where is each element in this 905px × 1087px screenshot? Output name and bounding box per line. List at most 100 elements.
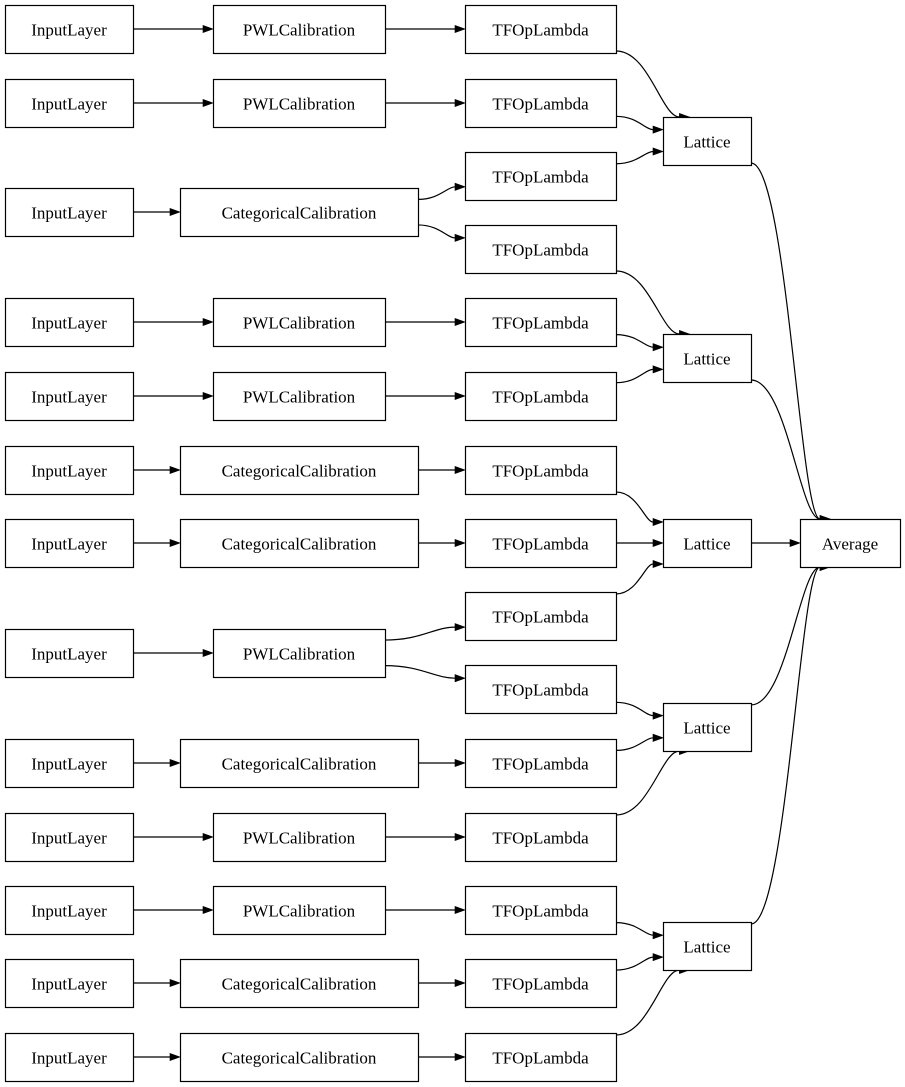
node-box <box>662 116 753 167</box>
graph-node-lat4[interactable]: Lattice <box>662 702 753 753</box>
graph-edge-cal9-to-tf11 <box>418 758 466 768</box>
graph-edge-in8-to-cal8 <box>133 648 214 658</box>
graph-node-cal11[interactable]: PWLCalibration <box>212 885 387 936</box>
node-box <box>464 738 618 789</box>
graph-node-in12[interactable]: InputLayer <box>4 958 135 1009</box>
graph-node-cal6[interactable]: CategoricalCalibration <box>179 445 420 496</box>
graph-node-cal8[interactable]: PWLCalibration <box>212 628 387 679</box>
node-box <box>464 297 618 348</box>
arrowhead-icon <box>652 125 664 134</box>
graph-node-tf7[interactable]: TFOpLambda <box>464 445 618 496</box>
edge-line <box>615 956 654 971</box>
arrowhead-icon <box>454 465 466 475</box>
graph-edge-tf7-to-lat3 <box>615 491 664 527</box>
node-label: PWLCalibration <box>243 388 356 407</box>
graph-edge-in13-to-cal13 <box>133 1052 181 1062</box>
node-label: InputLayer <box>31 902 107 921</box>
graph-node-tf6[interactable]: TFOpLambda <box>464 371 618 422</box>
graph-node-in9[interactable]: InputLayer <box>4 738 135 789</box>
graph-node-tf10[interactable]: TFOpLambda <box>464 664 618 715</box>
node-label: PWLCalibration <box>243 829 356 848</box>
edge-line <box>750 566 821 706</box>
node-box <box>179 518 420 569</box>
node-label: TFOpLambda <box>492 241 589 260</box>
graph-node-tf2[interactable]: TFOpLambda <box>464 78 618 129</box>
graph-node-cal12[interactable]: CategoricalCalibration <box>179 958 420 1009</box>
node-box <box>464 664 618 715</box>
arrowhead-icon <box>454 978 466 988</box>
graph-edge-tf1-to-lat1 <box>615 50 691 122</box>
graph-node-cal3[interactable]: CategoricalCalibration <box>179 187 420 238</box>
node-label: InputLayer <box>31 1049 107 1068</box>
graph-node-in4[interactable]: InputLayer <box>4 297 135 348</box>
graph-node-in7[interactable]: InputLayer <box>4 518 135 569</box>
node-box <box>4 78 135 129</box>
graph-node-in13[interactable]: InputLayer <box>4 1032 135 1083</box>
node-box <box>4 1032 135 1083</box>
node-box <box>179 738 420 789</box>
graph-node-cal10[interactable]: PWLCalibration <box>212 812 387 863</box>
graph-node-tf12[interactable]: TFOpLambda <box>464 812 618 863</box>
arrowhead-icon <box>652 953 664 962</box>
node-label: CategoricalCalibration <box>222 755 377 774</box>
graph-edge-lat2-to-avg <box>750 379 831 524</box>
graph-edge-lat5-to-avg <box>750 562 831 925</box>
graph-node-tf13[interactable]: TFOpLambda <box>464 885 618 936</box>
node-label: CategoricalCalibration <box>222 462 377 481</box>
node-label: Lattice <box>683 719 730 738</box>
arrowhead-icon <box>202 24 214 34</box>
graph-node-cal5[interactable]: PWLCalibration <box>212 371 387 422</box>
graph-node-tf1[interactable]: TFOpLambda <box>464 4 618 55</box>
node-box <box>4 738 135 789</box>
node-label: InputLayer <box>31 388 107 407</box>
arrowhead-icon <box>454 24 466 34</box>
graph-node-tf5[interactable]: TFOpLambda <box>464 297 618 348</box>
graph-node-in1[interactable]: InputLayer <box>4 4 135 55</box>
graph-node-tf4[interactable]: TFOpLambda <box>464 224 618 275</box>
graph-edge-in3-to-cal3 <box>133 207 181 217</box>
node-box <box>4 885 135 936</box>
graph-node-in5[interactable]: InputLayer <box>4 371 135 422</box>
arrowhead-icon <box>652 147 664 156</box>
graph-edge-cal13-to-tf15 <box>418 1052 466 1062</box>
graph-node-in10[interactable]: InputLayer <box>4 812 135 863</box>
node-label: TFOpLambda <box>492 95 589 114</box>
node-label: TFOpLambda <box>492 755 589 774</box>
graph-node-in3[interactable]: InputLayer <box>4 187 135 238</box>
graph-node-tf11[interactable]: TFOpLambda <box>464 738 618 789</box>
edge-layer <box>133 24 831 1062</box>
graph-edge-tf3-to-lat1 <box>615 147 664 165</box>
graph-node-cal4[interactable]: PWLCalibration <box>212 297 387 348</box>
graph-node-cal7[interactable]: CategoricalCalibration <box>179 518 420 569</box>
graph-node-lat5[interactable]: Lattice <box>662 921 753 972</box>
graph-node-tf8[interactable]: TFOpLambda <box>464 518 618 569</box>
graph-node-cal1[interactable]: PWLCalibration <box>212 4 387 55</box>
edge-line <box>615 50 680 118</box>
graph-node-avg[interactable]: Average <box>799 518 902 569</box>
node-box <box>464 1032 618 1083</box>
graph-node-tf9[interactable]: TFOpLambda <box>464 591 618 642</box>
graph-edge-cal7-to-tf8 <box>418 538 466 548</box>
graph-node-in8[interactable]: InputLayer <box>4 628 135 679</box>
node-label: TFOpLambda <box>492 21 589 40</box>
node-box <box>4 628 135 679</box>
node-box <box>464 885 618 936</box>
graph-node-in6[interactable]: InputLayer <box>4 445 135 496</box>
graph-node-tf14[interactable]: TFOpLambda <box>464 958 618 1009</box>
graph-node-cal9[interactable]: CategoricalCalibration <box>179 738 420 789</box>
node-label: TFOpLambda <box>492 902 589 921</box>
node-box <box>212 812 387 863</box>
graph-node-lat2[interactable]: Lattice <box>662 333 753 384</box>
graph-node-cal13[interactable]: CategoricalCalibration <box>179 1032 420 1083</box>
arrowhead-icon <box>652 559 664 569</box>
edge-line <box>615 270 680 335</box>
graph-edge-lat1-to-avg <box>750 162 831 524</box>
graph-node-cal2[interactable]: PWLCalibration <box>212 78 387 129</box>
graph-node-lat3[interactable]: Lattice <box>662 518 753 569</box>
graph-node-lat1[interactable]: Lattice <box>662 116 753 167</box>
graph-node-tf15[interactable]: TFOpLambda <box>464 1032 618 1083</box>
graph-node-in2[interactable]: InputLayer <box>4 78 135 129</box>
graph-node-tf3[interactable]: TFOpLambda <box>464 151 618 202</box>
graph-edge-in5-to-cal5 <box>133 391 214 401</box>
graph-node-in11[interactable]: InputLayer <box>4 885 135 936</box>
